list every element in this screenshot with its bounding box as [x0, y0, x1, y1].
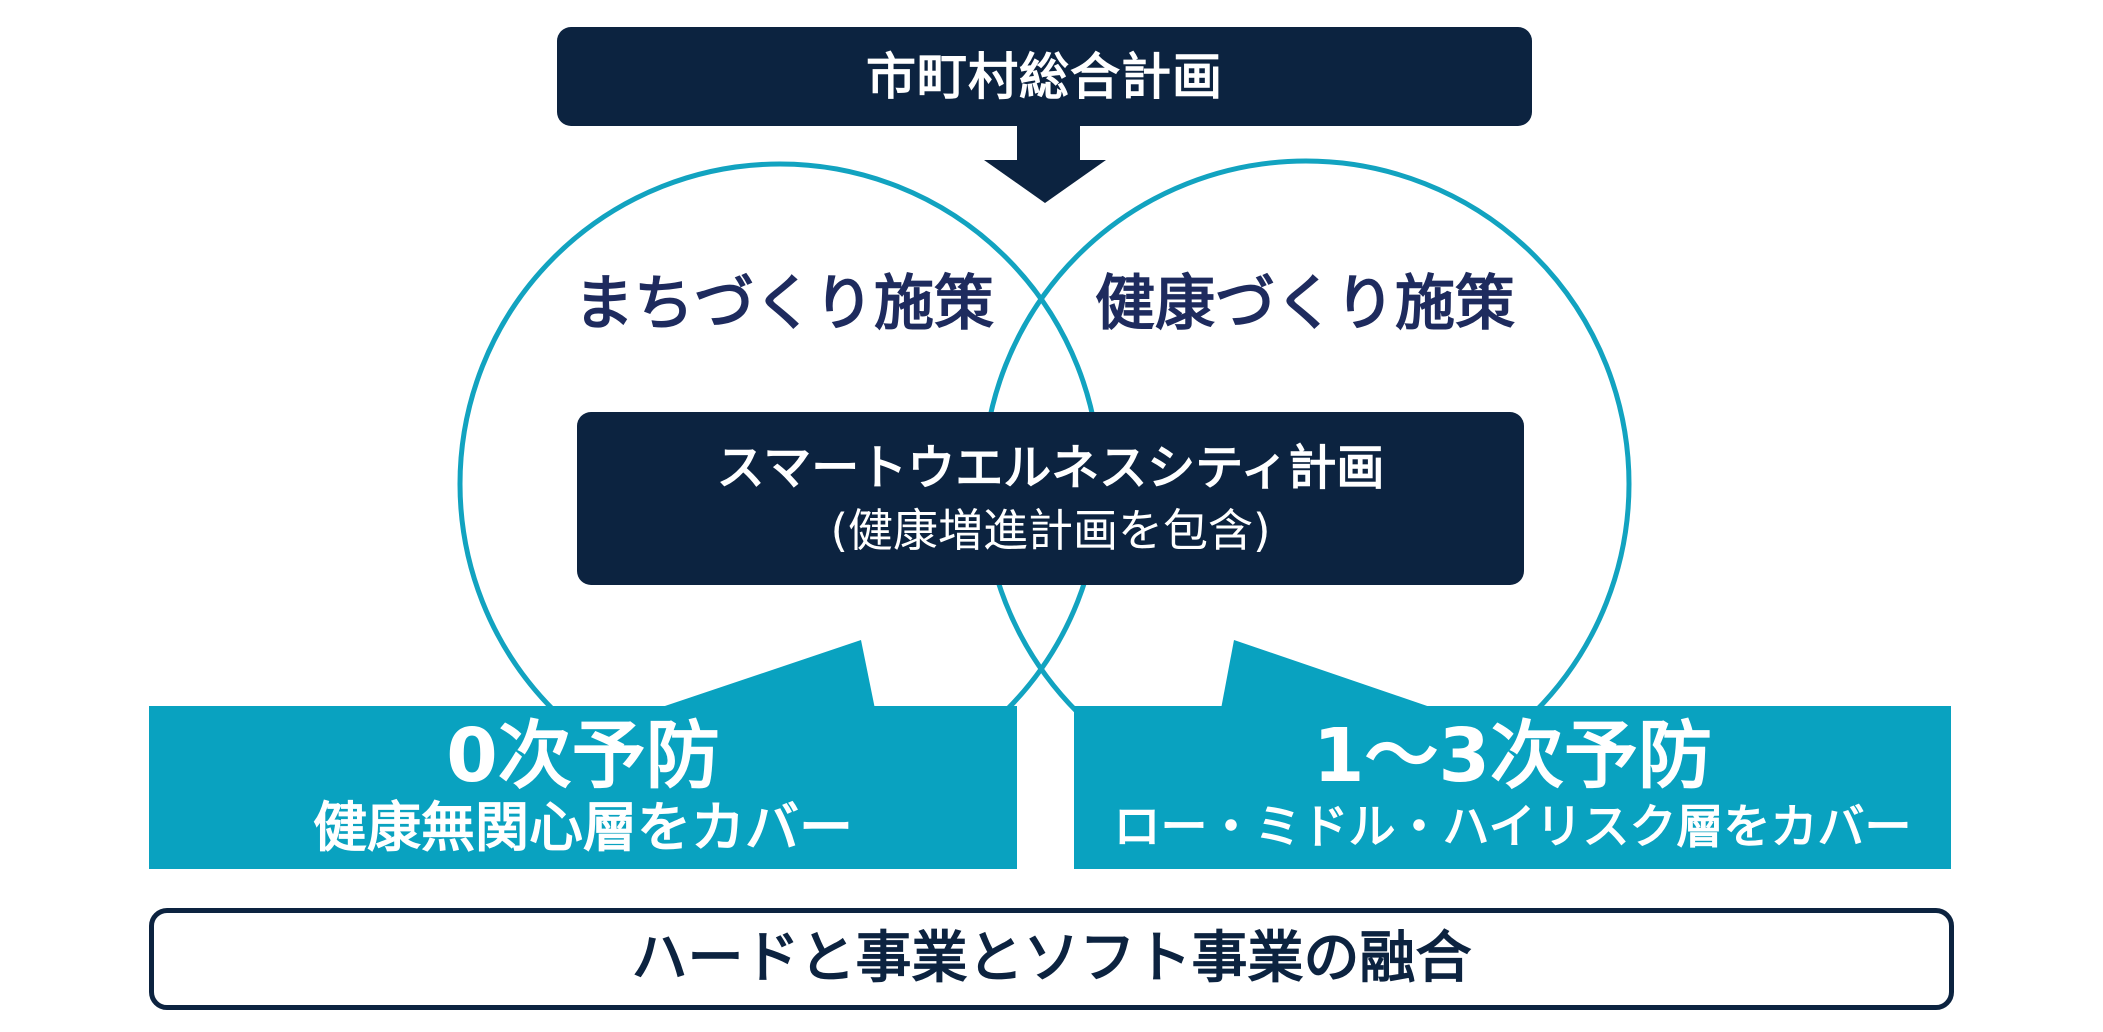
- right-circle-label: 健康づくり施策: [1095, 269, 1515, 339]
- center-plan-title: スマートウエルネスシティ計画: [716, 439, 1385, 496]
- top-plan-label: 市町村総合計画: [866, 47, 1223, 106]
- center-plan-subtitle: (健康増進計画を包含): [830, 503, 1271, 557]
- callout-left-subtitle: 健康無関心層をカバー: [313, 795, 853, 859]
- top-plan-box: 市町村総合計画: [557, 27, 1532, 126]
- down-arrow-icon: [984, 124, 1106, 203]
- callout-left-tail: [656, 640, 875, 709]
- bottom-fusion-box: ハードと事業とソフト事業の融合: [149, 908, 1954, 1010]
- callout-right-subtitle: ロー・ミドル・ハイリスク層をカバー: [1113, 799, 1912, 855]
- callout-primary-zero-prevention: 0次予防 健康無関心層をカバー: [149, 706, 1017, 869]
- callout-right-tail: [1221, 640, 1436, 709]
- callout-left-title: 0次予防: [446, 712, 720, 799]
- callout-right-title: 1〜3次予防: [1313, 712, 1712, 799]
- callout-primary-to-tertiary-prevention: 1〜3次予防 ロー・ミドル・ハイリスク層をカバー: [1074, 706, 1951, 869]
- center-plan-box: スマートウエルネスシティ計画 (健康増進計画を包含): [577, 412, 1524, 585]
- left-circle-label: まちづくり施策: [574, 269, 994, 339]
- bottom-fusion-label: ハードと事業とソフト事業の融合: [631, 926, 1472, 991]
